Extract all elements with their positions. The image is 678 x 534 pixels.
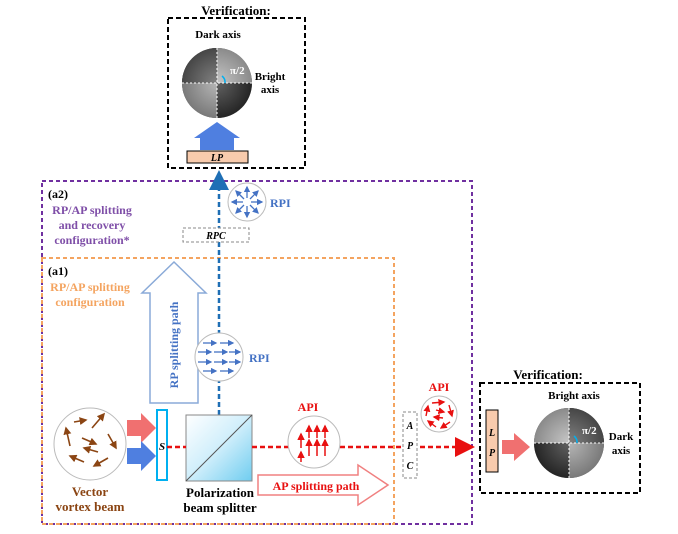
rpi-lower-label: RPI: [249, 351, 270, 365]
a1-tag: (a1): [48, 264, 68, 278]
dark-axis-right-line1: Dark: [609, 431, 634, 443]
s-label: S: [159, 441, 165, 453]
api-lower-icon: [287, 415, 341, 469]
dark-axis-right-line2: axis: [612, 445, 631, 457]
blue-beam-arrow: [127, 441, 156, 471]
rp-splitting-path-label: RP splitting path: [167, 301, 181, 388]
angle-top: π/2: [230, 65, 245, 77]
bright-axis-right: Bright axis: [548, 390, 600, 402]
intensity-pattern-top: [182, 48, 252, 118]
api-upper-icon: [420, 395, 458, 433]
apc-c: C: [407, 461, 414, 472]
vortex-beam-icon: [53, 407, 127, 481]
a1-line1: RP/AP splitting: [50, 280, 130, 294]
source-line2: vortex beam: [56, 499, 125, 514]
verification-top-panel: Verification: Dark axis π/2 Bright axis …: [167, 3, 306, 169]
a2-line2: and recovery: [59, 218, 126, 232]
pbs-line2: beam splitter: [183, 500, 257, 515]
pbs-cube: [185, 414, 253, 482]
api-upper-label: API: [429, 380, 450, 394]
lp-right-l: L: [488, 428, 495, 439]
rpi-top-icon: [227, 182, 267, 222]
rpc-label: RPC: [205, 231, 226, 242]
pbs-line1: Polarization: [186, 485, 255, 500]
rpi-top-label: RPI: [270, 196, 291, 210]
rpi-lower-icon: [194, 332, 244, 382]
rp-splitting-path-arrow: [140, 260, 208, 404]
intensity-pattern-right: [534, 408, 604, 478]
lp-plate-top: [186, 150, 249, 164]
angle-right: π/2: [582, 425, 597, 437]
lp-top-label: LP: [210, 153, 224, 164]
a2-line1: RP/AP splitting: [52, 203, 132, 217]
source-line1: Vector: [72, 484, 109, 499]
s-plate: [156, 409, 168, 481]
apc-a: A: [406, 421, 414, 432]
ap-splitting-path-label: AP splitting path: [273, 479, 360, 493]
verification-right-title: Verification:: [513, 367, 583, 382]
api-lower-label: API: [298, 400, 319, 414]
a2-line3: configuration*: [54, 233, 129, 247]
verification-right-panel: Verification: Bright axis L P π/2 Dark a…: [479, 367, 641, 494]
pink-beam-arrow: [127, 413, 156, 443]
up-arrow-top: [194, 122, 240, 150]
lp-plate-right: [485, 409, 499, 473]
right-arrow-right-panel: [502, 433, 530, 461]
bright-axis-line2: axis: [261, 84, 280, 96]
rpc-box: [182, 227, 250, 243]
bright-axis-line1: Bright: [255, 71, 286, 83]
lp-right-p: P: [489, 448, 496, 459]
verification-top-title: Verification:: [201, 3, 271, 18]
dark-axis-label: Dark axis: [195, 29, 241, 41]
apc-box: [402, 411, 418, 479]
ap-splitting-path-arrow: [257, 463, 390, 507]
apc-p: P: [407, 441, 414, 452]
a2-tag: (a2): [48, 187, 68, 201]
a1-line2: configuration: [55, 295, 125, 309]
